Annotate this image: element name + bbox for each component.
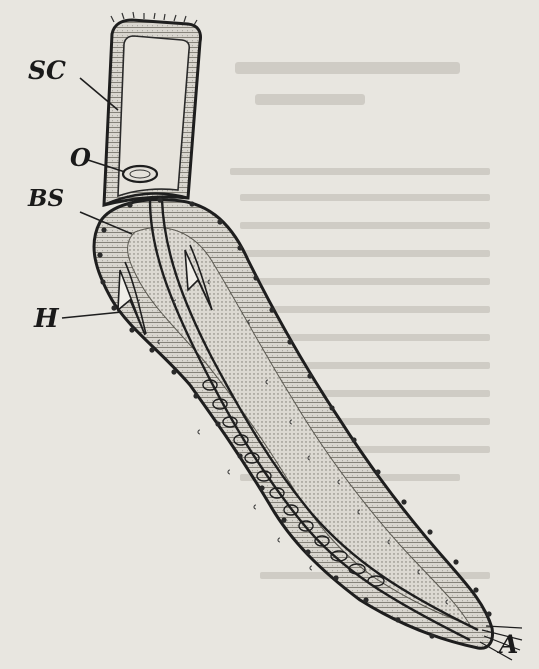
trunk-body (94, 200, 492, 649)
leader-h (62, 312, 122, 318)
label-h: H (34, 306, 59, 332)
oval-structure (123, 166, 157, 182)
label-sc: SC (28, 58, 66, 83)
label-a: A (499, 632, 518, 657)
label-bs: BS (28, 187, 64, 210)
label-o: O (70, 146, 91, 170)
body-cavity (128, 228, 470, 625)
